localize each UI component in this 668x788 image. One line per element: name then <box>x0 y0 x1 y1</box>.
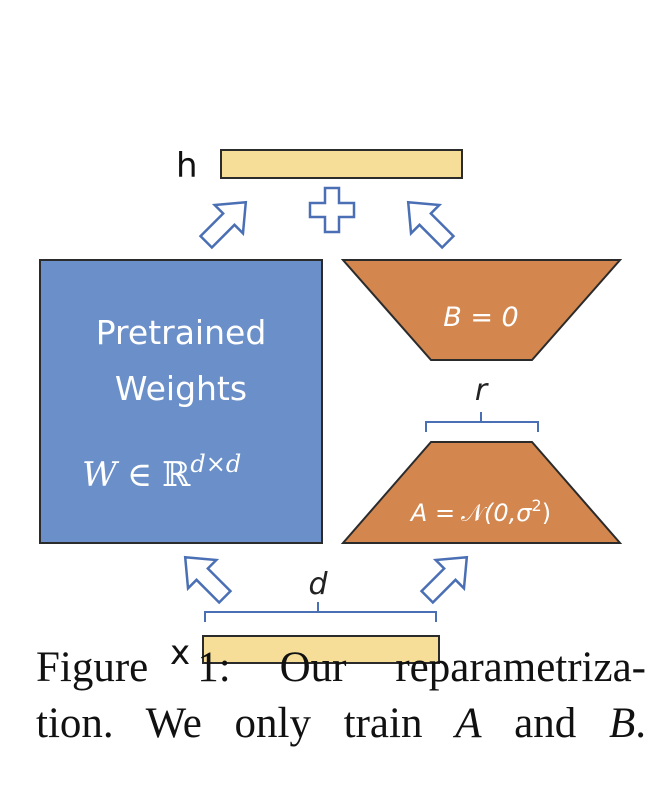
dimension-label: d <box>308 567 328 602</box>
arrow-up-right-icon <box>419 555 469 605</box>
a-equals-left: A = <box>409 499 455 527</box>
dim-superscript: d×d <box>190 450 241 478</box>
lora-a-matrix <box>340 441 623 544</box>
a-equals-normal: A =𝒩(0,σ2) <box>409 496 551 527</box>
normal-args: (0,σ <box>484 499 532 527</box>
arrow-up-left-icon <box>406 200 456 250</box>
figure-caption: Figure 1: Our reparametriza- tion. We on… <box>36 640 646 752</box>
w-symbol: W <box>82 455 120 495</box>
caption-b-symbol: B <box>608 700 636 747</box>
pretrained-label: Pretrained <box>96 313 267 352</box>
weight-matrix-formula: W∈ℝd×d <box>82 450 241 495</box>
plus-icon <box>308 186 356 234</box>
arrow-up-left-icon <box>183 555 233 605</box>
x-input-vector <box>202 635 440 664</box>
caption-line-1: Figure 1: Our reparametriza- <box>36 644 646 691</box>
pretrained-weights-box <box>39 259 323 544</box>
rank-label: r <box>475 373 489 408</box>
normal-close: ) <box>542 499 551 527</box>
element-of-symbol: ∈ <box>127 455 152 495</box>
caption-a-symbol: A <box>455 700 482 747</box>
caption-and: and <box>481 700 609 747</box>
rank-brace <box>425 412 539 432</box>
b-equals-zero: B = 0 <box>443 302 519 333</box>
weights-label: Weights <box>115 369 247 408</box>
caption-period: . <box>635 700 647 747</box>
normal-dist-symbol: 𝒩 <box>461 499 488 527</box>
x-label: x <box>170 633 190 673</box>
reals-symbol: ℝ <box>162 455 191 495</box>
dimension-brace <box>204 602 437 622</box>
h-label: h <box>176 146 198 186</box>
arrow-up-right-icon <box>198 200 248 250</box>
caption-line-2: tion. We only train A and B. <box>36 696 646 752</box>
sigma-squared-sup: 2 <box>532 496 542 515</box>
h-output-vector <box>220 149 463 179</box>
caption-line-2-start: tion. We only train <box>36 700 456 747</box>
lora-b-matrix <box>340 259 623 361</box>
